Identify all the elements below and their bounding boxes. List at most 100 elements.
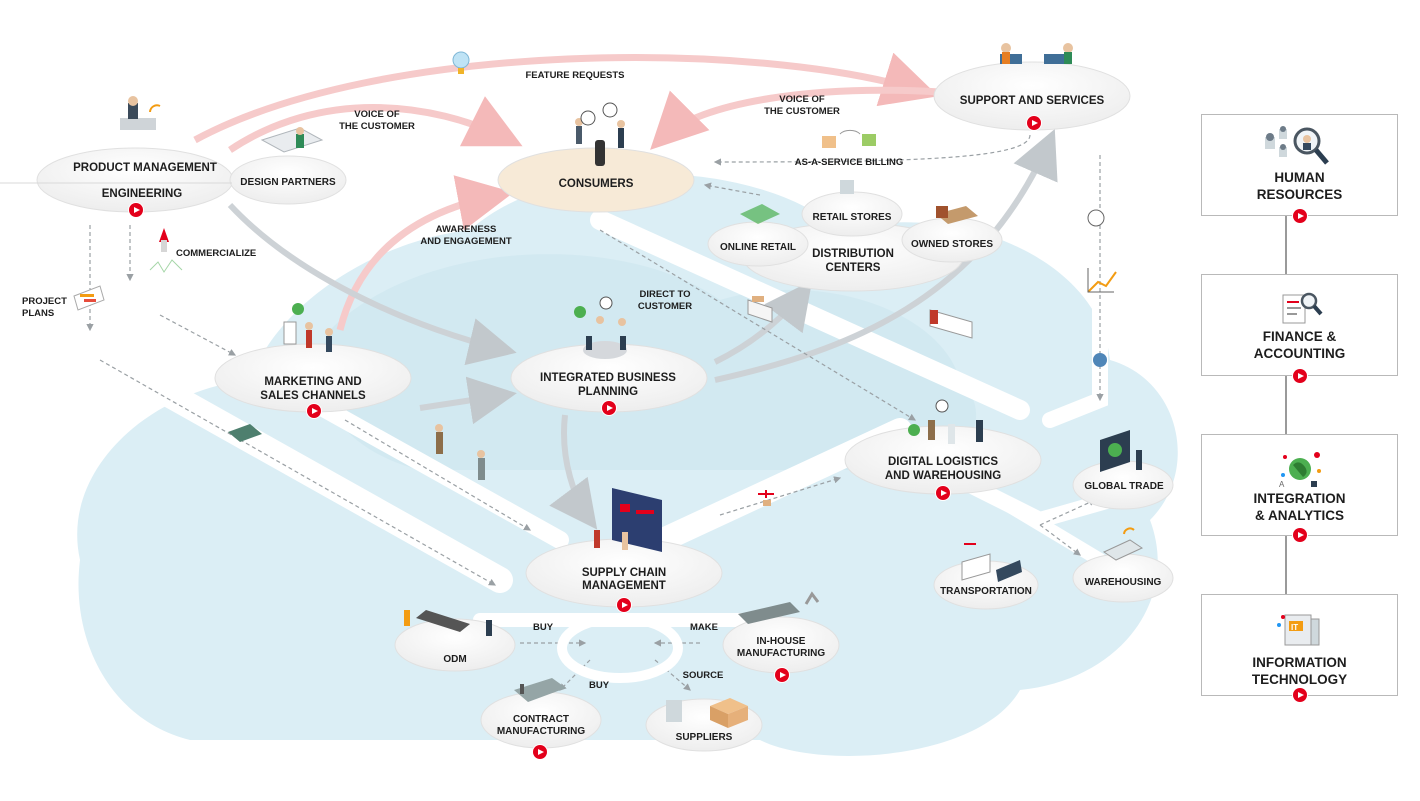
ibp-scm-arrow	[549, 414, 598, 530]
odm-figure	[404, 610, 492, 636]
odm-shape	[394, 618, 516, 672]
billing-icons	[822, 129, 876, 148]
rocket-figure	[149, 228, 183, 273]
finance-play-button[interactable]	[1293, 369, 1307, 383]
contract-label-line1: CONTRACT	[512, 714, 570, 725]
commercialize-label: COMMERCIALIZE	[176, 248, 257, 259]
eng-marketing-flow	[159, 314, 237, 356]
lightbulb-figure	[452, 51, 470, 74]
support-services-label: SUPPORT AND SERVICES	[959, 95, 1105, 107]
transportation-figure	[961, 543, 1022, 582]
finance-label: FINANCE & ACCOUNTING	[1253, 329, 1346, 361]
engineering-label: ENGINEERING	[101, 188, 183, 200]
marketing-scm-flow	[344, 419, 532, 531]
billing-flow	[713, 134, 1031, 166]
hr-play-button[interactable]	[1293, 209, 1307, 223]
scm-board-figure	[594, 488, 662, 552]
global-trade-flow	[1039, 499, 1097, 526]
sourcing-ring	[557, 613, 683, 683]
it-play-button[interactable]	[1293, 688, 1307, 702]
ibp-label-line1: INTEGRATED BUSINESS	[540, 372, 676, 384]
support-side-icons	[1087, 209, 1117, 367]
contract-play-button[interactable]	[533, 745, 547, 759]
online-retail-label: ONLINE RETAIL	[720, 242, 796, 253]
inhouse-label-line1: IN-HOUSE	[756, 636, 806, 647]
illustrations	[73, 43, 1144, 728]
distribution-label-line1: DISTRIBUTION	[812, 248, 894, 260]
transportation-label: TRANSPORTATION	[940, 586, 1032, 597]
voc-left-label-line2: THE CUSTOMER	[339, 121, 415, 132]
dashed-flows	[86, 134, 1104, 691]
project-plans-figure	[73, 285, 105, 311]
hr-magnifier-icon	[1264, 126, 1329, 165]
retail-icons	[740, 180, 978, 224]
eng-to-ibp-arrow	[227, 202, 517, 366]
ibp-meeting-figure	[574, 296, 627, 359]
warehousing-figure	[1102, 527, 1144, 561]
make-label: MAKE	[690, 622, 718, 633]
ibp-dist-arrow	[713, 280, 813, 365]
voc-left-arrow	[228, 96, 523, 153]
voc-right-label-line2: THE CUSTOMER	[764, 106, 840, 117]
ibp-play-button[interactable]	[602, 401, 616, 415]
sidebar-item-integration[interactable]: A INTEGRATION & ANALYTICS	[1201, 434, 1398, 542]
project-plans-label-line2: PLANS	[22, 308, 55, 319]
global-trade-label: GLOBAL TRADE	[1084, 481, 1164, 492]
inhouse-play-button[interactable]	[775, 668, 789, 682]
circuit-board-figure	[228, 424, 262, 442]
integration-label: INTEGRATION & ANALYTICS	[1253, 491, 1346, 523]
scm-play-button[interactable]	[617, 598, 631, 612]
node-shapes	[36, 61, 1174, 752]
it-label: INFORMATION TECHNOLOGY	[1251, 655, 1348, 687]
suppliers-figure	[666, 698, 748, 728]
feature-requests-label: FEATURE REQUESTS	[525, 70, 625, 81]
voc-left-label-line1: VOICE OF	[354, 109, 400, 120]
support-play-button[interactable]	[1027, 116, 1041, 130]
design-partners-shape	[229, 155, 347, 205]
it-server-icon: IT	[1276, 614, 1319, 646]
awareness-arrow	[336, 175, 514, 331]
pink-arrows	[193, 52, 941, 331]
it-icon-text: IT	[1291, 623, 1298, 632]
dlw-label-line2: AND WAREHOUSING	[884, 470, 1002, 482]
svg-text:A: A	[1279, 480, 1285, 489]
van-figure	[747, 296, 773, 323]
feature-requests-arrow	[193, 52, 939, 144]
inhouse-label-line2: MANUFACTURING	[736, 648, 826, 659]
sidebar-connector	[1285, 214, 1287, 594]
ibp-label-line2: PLANNING	[577, 386, 639, 398]
awareness-label-line1: AWARENESS	[435, 224, 497, 235]
truck-figure	[929, 309, 973, 339]
contract-label-line2: MANUFACTURING	[496, 726, 586, 737]
dlw-play-button[interactable]	[936, 486, 950, 500]
eng-scm-flow	[99, 359, 497, 586]
marketing-team-figure	[283, 303, 333, 352]
retail-stores-label: RETAIL STORES	[812, 212, 892, 223]
aas-billing-label: AS-A-SERVICE BILLING	[794, 157, 904, 168]
design-partners-label: DESIGN PARTNERS	[240, 177, 336, 188]
buy-bottom-label: BUY	[588, 680, 610, 691]
sidebar-item-hr[interactable]: HUMAN RESOURCES	[1201, 114, 1398, 223]
voc-right-arrow	[650, 86, 941, 150]
analytics-globe-icon: A	[1279, 452, 1321, 489]
marketing-play-button[interactable]	[307, 404, 321, 418]
design-partners-figure	[260, 127, 324, 153]
scm-label-line1: SUPPLY CHAIN	[581, 567, 667, 579]
consumers-figure	[575, 102, 625, 166]
contract-figure	[514, 678, 566, 702]
odm-label: ODM	[443, 654, 467, 665]
scm-label-line2: MANAGEMENT	[582, 580, 666, 592]
sidebar-item-finance[interactable]: FINANCE & ACCOUNTING	[1201, 274, 1398, 383]
sidebar-item-it[interactable]: IT INFORMATION TECHNOLOGY	[1201, 594, 1398, 702]
engineering-play-button[interactable]	[129, 203, 143, 217]
support-staff-figure	[1000, 43, 1073, 64]
marketing-ibp-arrow	[419, 376, 517, 425]
integration-play-button[interactable]	[1293, 528, 1307, 542]
marketing-label-line1: MARKETING AND	[264, 376, 362, 388]
inhouse-figure	[738, 591, 820, 624]
awareness-label-line2: AND ENGAGEMENT	[420, 236, 512, 247]
drone-figure	[758, 490, 774, 506]
consumers-label: CONSUMERS	[558, 178, 634, 190]
